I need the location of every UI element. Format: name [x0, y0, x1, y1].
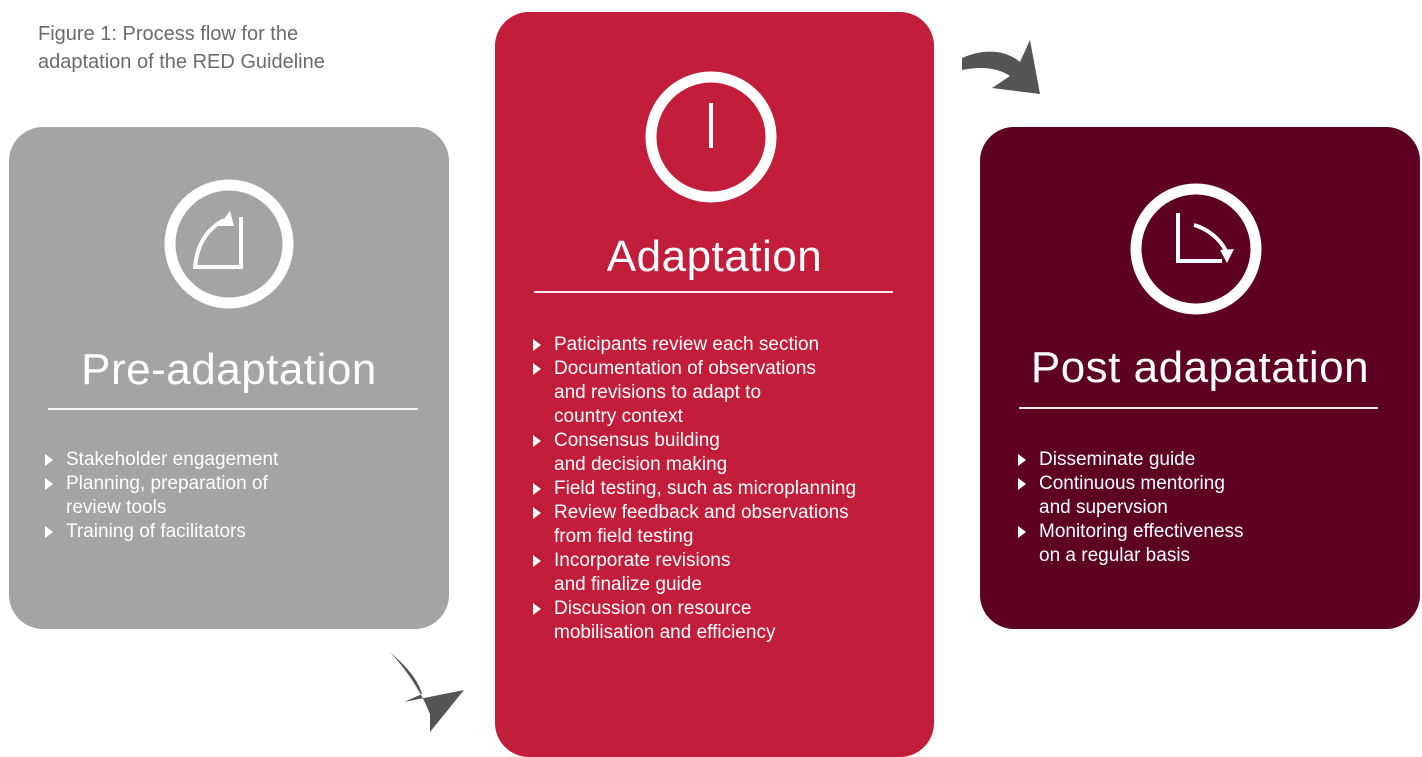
bullet-item: Continuous mentoring and supervsion — [1012, 472, 1244, 520]
bullet-item: Planning, preparation of review tools — [39, 472, 278, 520]
bullet-item: Paticipants review each section — [527, 333, 856, 357]
bullet-text: Paticipants review each section — [554, 334, 820, 355]
bullet-text: Disseminate guide — [1039, 449, 1196, 470]
bullet-item: Training of facilitators — [39, 520, 278, 544]
stage-title: Post adapatation — [1030, 343, 1370, 392]
caption-line-2: adaptation of the RED Guideline — [38, 51, 325, 73]
bullet-text: Consensus building — [554, 430, 720, 451]
title-divider — [534, 291, 893, 293]
bullet-text: and revisions to adapt to — [554, 382, 762, 403]
bullet-text: and supervsion — [1039, 497, 1168, 518]
title-divider — [48, 408, 418, 410]
bullet-text: Continuous mentoring — [1039, 473, 1225, 494]
adaptation-card: Adaptation Paticipants review each secti… — [495, 12, 934, 757]
bullet-text: Review feedback and observations — [554, 502, 849, 523]
bullet-text: Incorporate revisions — [554, 550, 731, 571]
bullet-text: and finalize guide — [554, 574, 702, 595]
bullet-item: Documentation of observations and revisio… — [527, 357, 856, 429]
flow-arrow-icon — [390, 652, 464, 732]
bullet-text: Documentation of observations — [554, 358, 816, 379]
stage-title: Pre-adaptation — [81, 345, 377, 394]
clock-start-icon — [164, 179, 294, 309]
bullet-text: from field testing — [554, 526, 694, 547]
bullet-text: Stakeholder engagement — [66, 449, 279, 470]
clock-noon-icon — [645, 71, 777, 203]
bullet-text: and decision making — [554, 454, 728, 475]
bullet-item: Incorporate revisions and finalize guide — [527, 549, 856, 597]
bullet-text: Discussion on resource — [554, 598, 752, 619]
bullet-text: on a regular basis — [1039, 545, 1191, 566]
bullet-text: country context — [554, 406, 683, 427]
title-divider — [1019, 407, 1378, 409]
bullet-text: mobilisation and efficiency — [554, 622, 776, 643]
figure-caption: Figure 1: Process flow for the adaptatio… — [38, 20, 398, 76]
bullet-text: Monitoring effectiveness — [1039, 521, 1244, 542]
bullet-text: Field testing, such as microplanning — [554, 478, 857, 499]
bullet-item: Monitoring effectiveness on a regular bas… — [1012, 520, 1244, 568]
bullet-text: Planning, preparation of — [66, 473, 268, 494]
clock-quarter-icon — [1130, 183, 1262, 315]
caption-line-1: Figure 1: Process flow for the — [38, 23, 299, 45]
bullet-item: Disseminate guide — [1012, 448, 1244, 472]
bullet-item: Discussion on resource mobilisation and e… — [527, 597, 856, 645]
flow-arrow-icon — [962, 40, 1040, 94]
bullet-text: Training of facilitators — [66, 521, 246, 542]
bullet-item: Field testing, such as microplanning — [527, 477, 856, 501]
bullet-item: Stakeholder engagement — [39, 448, 278, 472]
bullet-item: Review feedback and observations from fie… — [527, 501, 856, 549]
stage-title: Adaptation — [606, 232, 823, 281]
bullet-text: review tools — [66, 497, 167, 518]
bullet-item: Consensus building and decision making — [527, 429, 856, 477]
